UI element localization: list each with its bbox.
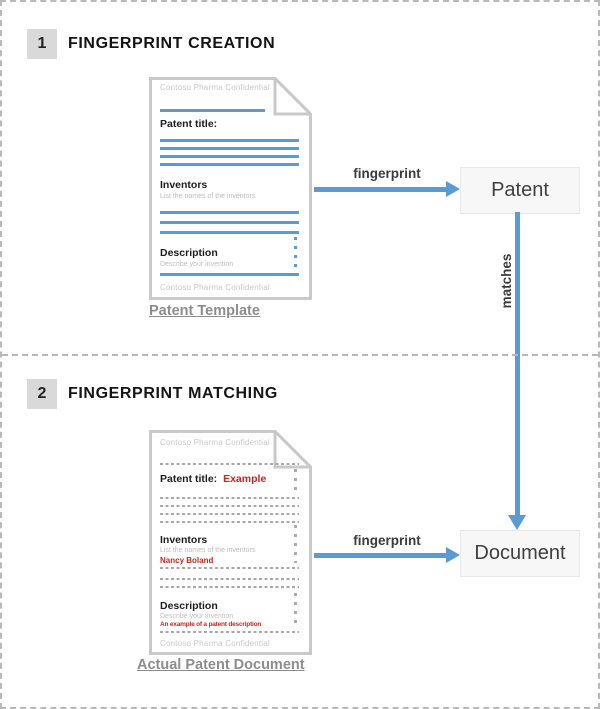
- text-line: [160, 139, 299, 142]
- dotted-marker: [294, 525, 297, 563]
- dashed-text-line: [160, 497, 299, 499]
- dashed-text-line: [160, 513, 299, 515]
- description-label: Description: [160, 247, 218, 259]
- inventors-value: Nancy Boland: [160, 556, 214, 565]
- dogear-fold-icon: [273, 77, 312, 116]
- dashed-text-line: [160, 463, 299, 465]
- dashed-text-line: [160, 567, 299, 569]
- patent-template-doc: Contoso Pharma Confidential Patent title…: [149, 77, 312, 300]
- text-line: [160, 273, 299, 276]
- inventors-hint: List the names of the inventors: [160, 193, 256, 200]
- doc-footer-confidential: Contoso Pharma Confidential: [160, 283, 270, 292]
- document-page-icon: [149, 430, 312, 655]
- dogear-fold-icon: [273, 430, 312, 469]
- text-line: [160, 109, 265, 112]
- dashed-text-line: [160, 505, 299, 507]
- text-line: [160, 231, 299, 234]
- dashed-text-line: [160, 586, 299, 588]
- section1-title: FINGERPRINT CREATION: [68, 35, 276, 52]
- fingerprint-label-1: fingerprint: [353, 166, 421, 181]
- matches-label-text: matches: [498, 253, 514, 309]
- text-line: [160, 211, 299, 214]
- fingerprint-label-2: fingerprint: [353, 533, 421, 548]
- inventors-label: Inventors: [160, 534, 208, 546]
- patent-node: Patent: [460, 167, 580, 214]
- dashed-text-line: [160, 578, 299, 580]
- doc-footer-confidential: Contoso Pharma Confidential: [160, 639, 270, 648]
- patent-title-label: Patent title:: [160, 473, 218, 485]
- fingerprint-arrow-2: [314, 553, 446, 558]
- description-label: Description: [160, 600, 218, 612]
- patent-title-label: Patent title:: [160, 118, 218, 130]
- section-divider: [2, 354, 598, 356]
- document-node: Document: [460, 530, 580, 577]
- patent-title-row: Patent title: Example: [160, 473, 266, 485]
- fingerprint-arrow-1: [314, 187, 446, 192]
- section2-number-badge: 2: [27, 379, 57, 409]
- text-line: [160, 163, 299, 166]
- matches-label: matches: [466, 241, 546, 321]
- patent-title-value: Example: [223, 473, 267, 485]
- dashed-text-line: [160, 521, 299, 523]
- dashed-text-line: [160, 631, 299, 633]
- arrow-head-icon: [446, 547, 460, 563]
- document-page-icon: [149, 77, 312, 300]
- dotted-marker: [294, 469, 297, 490]
- dotted-marker: [294, 593, 297, 627]
- section1-number-badge: 1: [27, 29, 57, 59]
- text-line: [160, 147, 299, 150]
- description-hint: Describe your invention: [160, 613, 234, 620]
- inventors-label: Inventors: [160, 179, 208, 191]
- patent-template-caption: Patent Template: [149, 303, 260, 319]
- arrow-head-icon: [446, 181, 460, 197]
- description-value: An example of a patent description: [160, 621, 262, 628]
- dotted-marker: [294, 237, 297, 273]
- text-line: [160, 155, 299, 158]
- doc-header-confidential: Contoso Pharma Confidential: [160, 438, 270, 447]
- actual-patent-doc-caption: Actual Patent Document: [137, 657, 305, 673]
- doc-header-confidential: Contoso Pharma Confidential: [160, 83, 270, 92]
- inventors-hint: List the names of the inventors: [160, 547, 256, 554]
- text-line: [160, 221, 299, 224]
- actual-patent-doc: Contoso Pharma Confidential Patent title…: [149, 430, 312, 655]
- description-hint: Describe your invention: [160, 261, 234, 268]
- matches-arrow: [515, 212, 520, 515]
- arrow-head-icon: [508, 515, 526, 530]
- section2-title: FINGERPRINT MATCHING: [68, 385, 278, 402]
